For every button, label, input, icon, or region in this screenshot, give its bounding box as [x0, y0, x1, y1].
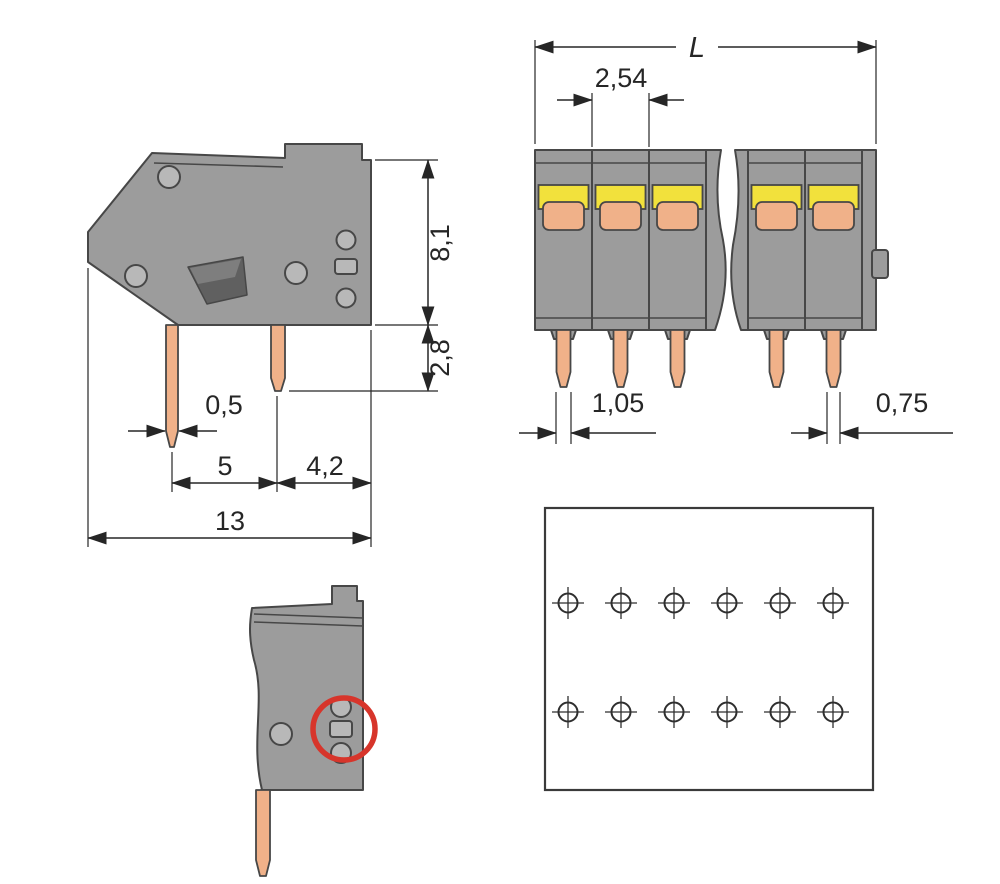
dim-label-side-pin-width: 0,5 — [205, 390, 243, 420]
end-plate-latch — [871, 249, 889, 279]
side-hole — [124, 264, 148, 288]
side-hole — [284, 261, 308, 285]
side-view: 8,1 2,8 0,5 5 4,2 13 — [87, 143, 455, 547]
side-slot-rect — [334, 258, 358, 275]
drill-hole — [551, 586, 585, 620]
terminal-unit — [591, 149, 650, 388]
front-view: L 2,54 1,05 0,75 — [519, 32, 953, 444]
dim-label-pin-thickness: 0,75 — [876, 388, 929, 418]
pcb-outline — [543, 506, 875, 792]
dim-label-front-pin-width: 1,05 — [592, 388, 645, 418]
drill-hole — [763, 695, 797, 729]
terminal-unit — [648, 149, 707, 388]
drill-hole — [816, 695, 850, 729]
drill-hole — [657, 695, 691, 729]
drill-hole — [604, 586, 638, 620]
side-top-seam — [153, 162, 284, 168]
side-hole — [335, 229, 357, 251]
drill-hole — [816, 586, 850, 620]
side-hole — [335, 287, 357, 309]
detail-pin — [255, 789, 271, 877]
drill-hole — [604, 695, 638, 729]
detail-slot-rect — [329, 720, 353, 738]
dim-label-total-length: L — [689, 32, 705, 64]
end-plate — [861, 149, 877, 331]
dim-label-depth: 13 — [215, 506, 245, 536]
terminal-unit — [534, 149, 593, 388]
side-hole — [157, 165, 181, 189]
terminal-unit — [804, 149, 863, 388]
dim-label-pin-distance: 5 — [217, 451, 232, 481]
detail-view — [249, 585, 378, 877]
drill-hole — [710, 695, 744, 729]
break-edge-right — [730, 149, 749, 331]
drill-hole — [710, 586, 744, 620]
detail-seam — [253, 621, 364, 627]
dim-label-pitch: 2,54 — [595, 63, 648, 93]
drill-hole — [551, 695, 585, 729]
lever-slot-facet — [190, 259, 241, 284]
break-edge-left — [705, 149, 727, 331]
terminal-unit — [747, 149, 806, 388]
drilling-plan — [543, 506, 875, 792]
side-pin-right — [270, 324, 286, 392]
side-pin-left — [165, 324, 179, 448]
detail-hole — [269, 722, 293, 746]
drill-hole — [763, 586, 797, 620]
dim-label-height: 8,1 — [425, 224, 455, 262]
drill-hole — [657, 586, 691, 620]
highlight-circle — [310, 695, 378, 763]
detail-seam — [253, 613, 364, 619]
dim-label-right-offset: 4,2 — [306, 451, 344, 481]
dim-label-pin-protrusion: 2,8 — [425, 339, 455, 377]
